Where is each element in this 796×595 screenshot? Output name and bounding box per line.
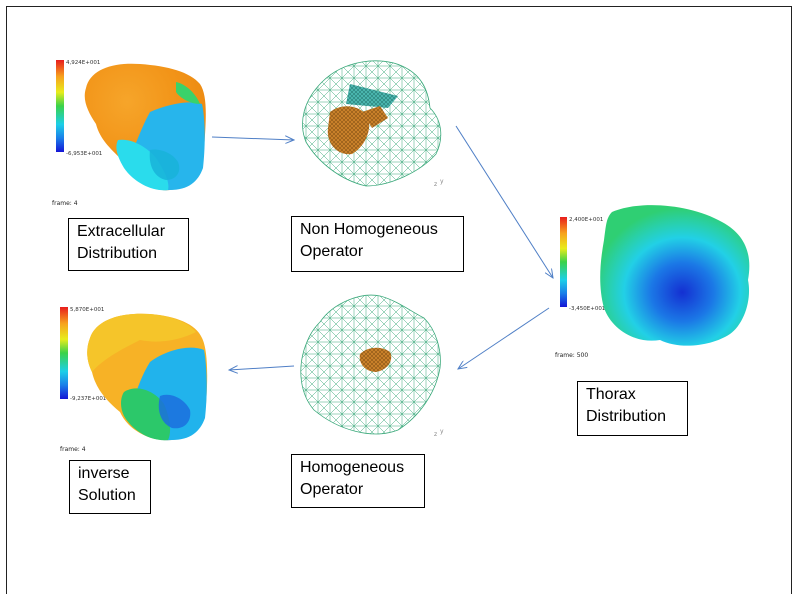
homogeneous-mesh: z y [300, 294, 444, 438]
svg-text:y: y [440, 178, 444, 185]
page-frame [6, 6, 792, 594]
inverse-label-line1: inverse [78, 465, 130, 482]
inverse-solution-label: inverse Solution [69, 460, 151, 514]
homogeneous-label-line2: Operator [300, 481, 364, 498]
extracellular-color-scale: 4,924E+001 -6,953E+001 [56, 60, 102, 157]
inverse-label-line2: Solution [78, 487, 136, 504]
inverse-frame-label: frame: 4 [60, 446, 86, 453]
arrow-homogeneous-to-inverse [229, 366, 295, 370]
extracellular-label-line1: Extracellular [77, 223, 166, 240]
thorax-scale-max: 2,400E+001 [569, 217, 603, 223]
thorax-color-scale: 2,400E+001 -3,450E+001 [560, 217, 605, 312]
homogeneous-label-line1: Homogeneous [300, 459, 405, 476]
inverse-color-scale: 5,870E+001 -9,237E+001 [60, 307, 106, 402]
arrow-thorax-to-homogeneous [458, 307, 550, 369]
thorax-distribution-label: Thorax Distribution [577, 381, 688, 436]
non-homogeneous-operator-label: Non Homogeneous Operator [291, 216, 464, 272]
extracellular-heart-render [84, 63, 206, 191]
non-homogeneous-label-line2: Operator [300, 243, 364, 260]
extracellular-label-line2: Distribution [77, 245, 158, 262]
svg-text:y: y [440, 428, 444, 435]
extracellular-scale-min: -6,953E+001 [66, 151, 102, 157]
homogeneous-operator-label: Homogeneous Operator [291, 454, 425, 508]
extracellular-distribution-label: Extracellular Distribution [68, 218, 189, 271]
svg-text:z: z [434, 181, 437, 188]
arrow-extracellular-to-operator [211, 137, 294, 140]
thorax-label-line1: Thorax [586, 386, 636, 403]
non-homogeneous-label-line1: Non Homogeneous [300, 221, 438, 238]
non-homogeneous-mesh: z y [302, 60, 444, 188]
thorax-render [600, 205, 750, 346]
thorax-scale-min: -3,450E+001 [569, 306, 605, 312]
arrow-operator-to-thorax [455, 125, 553, 278]
svg-text:z: z [434, 431, 437, 438]
extracellular-scale-max: 4,924E+001 [66, 60, 100, 66]
thorax-frame-label: frame: 500 [555, 352, 588, 359]
inverse-scale-max: 5,870E+001 [70, 307, 104, 313]
inverse-heart-render [87, 313, 208, 441]
extracellular-frame-label: frame: 4 [52, 200, 78, 207]
inverse-scale-min: -9,237E+001 [70, 396, 106, 402]
thorax-label-line2: Distribution [586, 408, 667, 425]
